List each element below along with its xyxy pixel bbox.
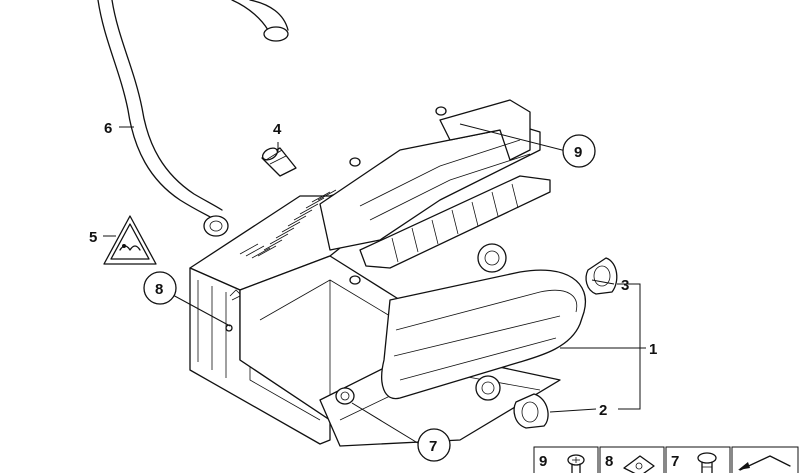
main-unit bbox=[189, 99, 586, 447]
screw-icon bbox=[567, 454, 585, 473]
callouts: 1 2 3 4 5 6 8 9 7 bbox=[89, 120, 657, 462]
callout-7: 7 bbox=[429, 438, 437, 455]
callout-5: 5 bbox=[89, 229, 97, 246]
hardware-panel: 9 8 7 bbox=[533, 446, 799, 473]
panel-cell-9 bbox=[533, 446, 599, 473]
callout-8-circle bbox=[143, 271, 177, 305]
cylinder-part bbox=[261, 147, 297, 177]
hose-top-end bbox=[263, 26, 289, 42]
callout-9-circle bbox=[562, 134, 596, 168]
callout-4: 4 bbox=[273, 121, 282, 138]
arrow-key-icon bbox=[738, 455, 791, 471]
callout-7-circle bbox=[417, 428, 451, 462]
clip-nut-icon bbox=[623, 455, 655, 473]
callout-8: 8 bbox=[155, 281, 163, 298]
warning-label-icon bbox=[103, 215, 157, 265]
panel-number-7: 7 bbox=[671, 453, 679, 470]
knob-part-2 bbox=[513, 393, 549, 429]
panel-number-9: 9 bbox=[539, 453, 547, 470]
bolt-icon bbox=[697, 452, 717, 473]
leader-lines bbox=[103, 123, 646, 446]
callout-2: 2 bbox=[599, 402, 607, 419]
callout-9: 9 bbox=[574, 144, 582, 161]
callout-3: 3 bbox=[621, 277, 629, 294]
panel-cell-8 bbox=[599, 446, 665, 473]
hose-end-fitting bbox=[203, 215, 229, 237]
hose bbox=[97, 0, 289, 237]
panel-number-8: 8 bbox=[605, 453, 613, 470]
callout-1: 1 bbox=[649, 341, 657, 358]
callout-6: 6 bbox=[104, 120, 112, 137]
knob-part-3 bbox=[585, 257, 618, 295]
